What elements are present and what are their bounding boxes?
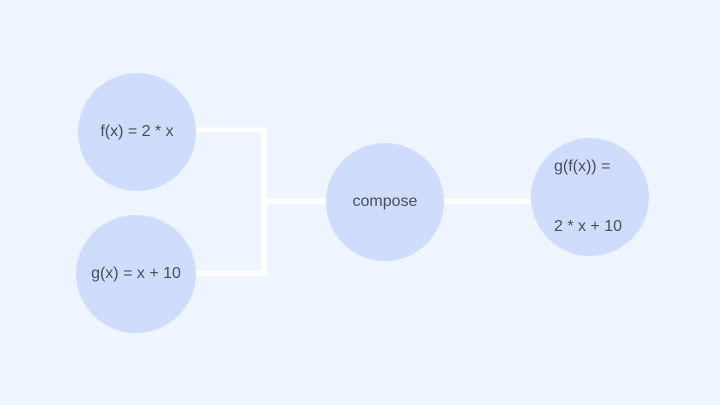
node-compose: compose [326,143,444,261]
node-f-function: f(x) = 2 * x [78,73,196,191]
node-g-function: g(x) = x + 10 [76,215,196,333]
node-compose-label: compose [352,193,418,210]
connector-f-to-compose [196,127,326,204]
node-result-label-line1: g(f(x)) = [553,158,611,175]
node-result-label: g(f(x)) = 2 * x + 10 [554,117,626,277]
node-result-label-line2: 2 * x + 10 [553,218,623,235]
node-g-label: g(x) = x + 10 [91,265,181,282]
node-result: g(f(x)) = 2 * x + 10 [531,138,649,256]
node-f-label: f(x) = 2 * x [100,123,174,140]
connector-g-to-compose [196,201,267,276]
